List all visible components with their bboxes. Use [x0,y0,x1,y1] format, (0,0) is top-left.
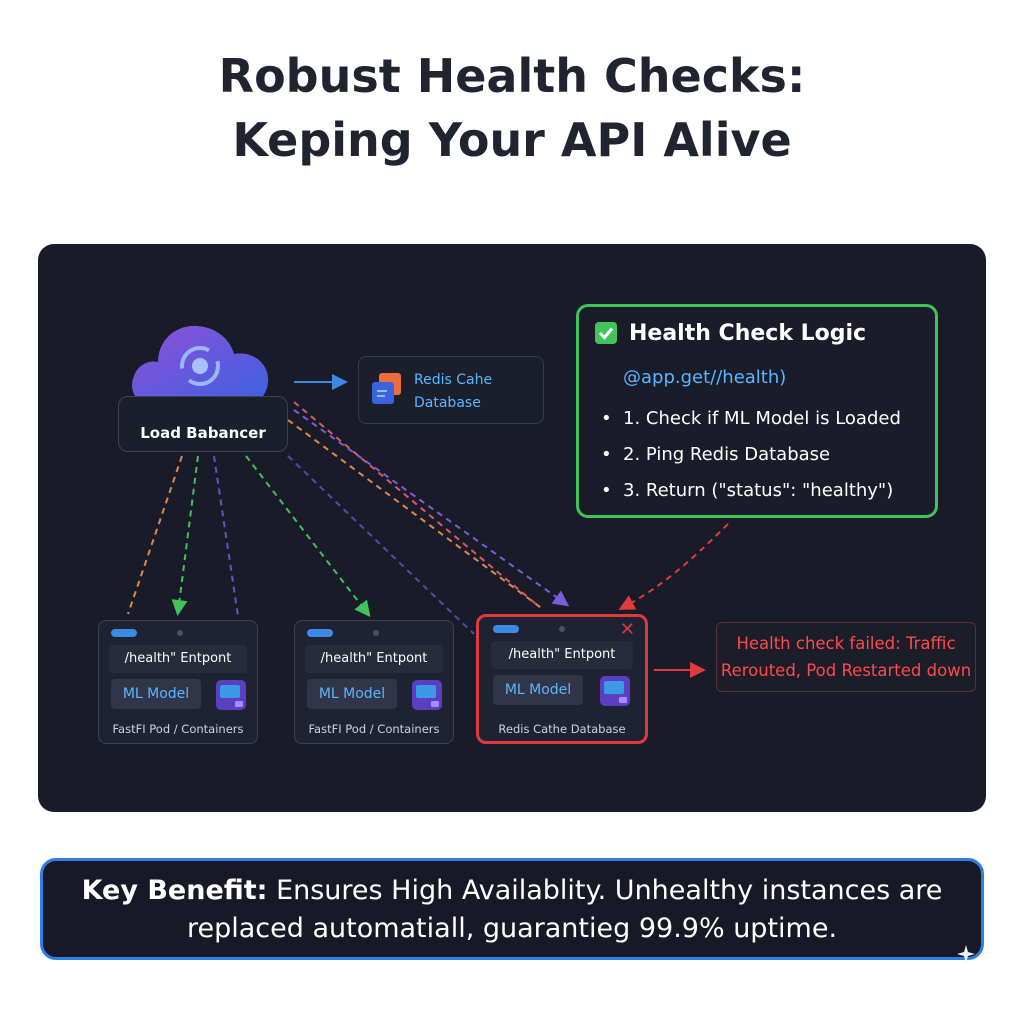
ml-model-block: ML Model [307,679,397,709]
pod-3-failed: ✕ /health" Entpont ML Model Redis Cathe … [476,614,648,744]
pod-2: /health" Entpont ML Model FastFI Pod / C… [294,620,454,744]
health-check-steps: 1. Check if ML Model is Loaded 2. Ping R… [601,401,901,509]
chip-icon [216,680,246,710]
health-check-step: 3. Return ("status": "healthy") [601,473,901,509]
lb-to-pod1-purple [213,455,239,617]
lb-to-pod3-purple-a [293,409,570,607]
health-endpoint: /health" Entpont [491,641,633,669]
health-check-step: 1. Check if ML Model is Loaded [601,401,901,437]
failure-message: Health check failed: Traffic Rerouted, P… [716,622,976,692]
sparkle-icon [957,945,975,963]
lb-to-pod3-red [293,401,537,605]
benefit-line-2: replaced automatiall, guarantieg 99.9% u… [186,913,838,944]
ml-model-block: ML Model [111,679,201,709]
title-line-1: Robust Health Checks: [218,49,806,103]
database-stack-icon [372,373,401,404]
window-dot [559,626,565,632]
checkmark-icon [595,322,617,344]
window-bar [307,629,333,637]
lb-to-pod3-orange [287,419,545,611]
page-title: Robust Health Checks: Keping Your API Al… [0,44,1024,172]
lb-to-pod1-orange [127,455,183,615]
health-check-route: @app.get//health) [623,367,787,388]
window-bar [493,625,519,633]
load-balancer: Load Babancer [118,396,288,452]
benefit-label: Key Benefit: [81,875,268,906]
window-bar [111,629,137,637]
load-balancer-label: Load Babancer [140,424,266,442]
failure-line-2: Rerouted, Pod Restarted down [720,661,972,680]
benefit-line-1: Key Benefit: Ensures High Availablity. U… [43,872,981,910]
connection-lines [127,374,729,678]
lb-to-pod2-green [245,455,371,618]
close-icon: ✕ [619,619,635,640]
lb-to-pod1-green [171,455,199,616]
pod-footer: FastFI Pod / Containers [308,722,440,736]
failure-line-1: Health check failed: Traffic [736,634,956,653]
pod-footer: FastFI Pod / Containers [112,722,244,736]
pod-footer: Redis Cathe Database [498,722,626,736]
title-line-2: Keping Your API Alive [232,113,792,167]
health-check-logic-box: Health Check Logic @app.get//health) 1. … [576,304,938,518]
window-dot [373,630,379,636]
cloud-sync-icon [132,325,269,406]
benefit-line-1-text: Ensures High Availablity. Unhealthy inst… [267,875,943,906]
chip-icon [600,676,630,706]
chip-icon [412,680,442,710]
health-endpoint: /health" Entpont [109,645,247,673]
window-dot [177,630,183,636]
health-endpoint: /health" Entpont [305,645,443,673]
redis-label-line-1: Redis Cahe [414,372,493,388]
lb-to-pod3-purple-b [287,455,475,635]
key-benefit-banner: Key Benefit: Ensures High Availablity. U… [40,858,984,960]
redis-cache-box: Redis Cahe Database [358,356,544,424]
health-check-step: 2. Ping Redis Database [601,437,901,473]
architecture-diagram-panel: Load Babancer Redis Cahe Database Health… [38,244,986,812]
pod-1: /health" Entpont ML Model FastFI Pod / C… [98,620,258,744]
ml-model-block: ML Model [493,675,583,705]
health-check-title: Health Check Logic [629,321,867,346]
redis-label-line-2: Database [414,395,481,411]
logic-to-pod3-arrow [618,523,729,610]
